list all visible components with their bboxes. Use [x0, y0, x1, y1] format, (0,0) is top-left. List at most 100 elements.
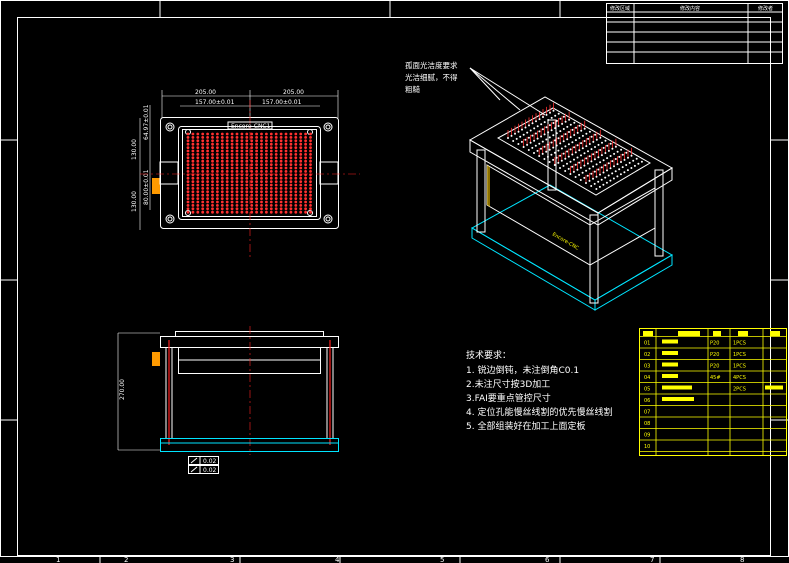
pin-dot [201, 139, 205, 143]
pin-dot [294, 180, 298, 184]
iso-pin-dot [533, 139, 536, 142]
pin-dot [245, 180, 249, 184]
marker-8: 8 [740, 556, 744, 563]
pin-dot [186, 153, 190, 156]
pin-dot [216, 183, 219, 187]
pin-dot [289, 153, 293, 156]
pin-dot [216, 180, 219, 184]
pin-dot [235, 190, 239, 194]
pin-dot [309, 153, 312, 156]
pin-dot [201, 156, 205, 160]
iso-pin-dot [543, 145, 546, 148]
iso-pin-dot [578, 124, 581, 127]
pin-dot [255, 153, 258, 156]
pin-dot [289, 139, 293, 143]
iso-pin-dot [562, 115, 565, 118]
pin-dot [230, 180, 234, 184]
pin-dot [245, 193, 249, 197]
pin-dot [186, 204, 190, 207]
pin-dot [304, 204, 307, 207]
flatness-2: 0.02 [203, 467, 217, 474]
pin-dot [250, 197, 254, 201]
pin-dot [245, 156, 249, 160]
iso-pin-dot [555, 156, 558, 159]
pin-dot [235, 159, 239, 163]
pin-dot [260, 153, 263, 156]
pin-dot [255, 139, 258, 143]
pin-dot [309, 200, 312, 204]
pin-dot [299, 207, 303, 211]
connector-front [152, 352, 160, 366]
bom-row-no: 06 [644, 398, 650, 404]
pin-dot [230, 183, 234, 187]
pin-dot [289, 132, 293, 136]
pin-dot [304, 200, 307, 204]
connector-left [152, 178, 160, 194]
pin-dot [269, 153, 273, 156]
pin-dot [309, 187, 312, 190]
iso-pin-dot [609, 167, 612, 170]
pin-dot [265, 204, 268, 207]
iso-pin-dot [515, 137, 518, 140]
iso-pin-dot [534, 132, 537, 135]
pin-dot [250, 180, 254, 184]
iso-pin-dot [592, 153, 595, 156]
iso-pin-dot [507, 137, 509, 139]
pin-dot [255, 146, 258, 150]
pin-dot [235, 187, 239, 190]
pin-dot [299, 210, 303, 214]
iso-pin-dot [576, 131, 579, 134]
revision-table: 修改区域 修改内容 修改者 [606, 3, 783, 64]
pin-dot [225, 163, 229, 167]
iso-pin-dot [567, 155, 570, 158]
iso-pin-dot [599, 136, 602, 139]
iso-pin-dot [583, 152, 586, 155]
pin-dot [274, 197, 278, 201]
pin-dot [309, 197, 312, 201]
pin-dot [216, 197, 219, 201]
iso-pin-dot [592, 140, 595, 143]
pin-dot [274, 207, 278, 211]
pin-dot [216, 149, 219, 153]
corner-holes [165, 122, 333, 224]
pin-dot [250, 156, 254, 160]
pin-dot [274, 200, 278, 204]
iso-pin-dot [571, 165, 574, 168]
iso-brand-label: Encore-CNC [551, 232, 580, 252]
pin-dot [299, 193, 303, 197]
pin-dot [279, 197, 283, 201]
pin-dot [255, 149, 258, 153]
dim-v-bottom: 130.00 [131, 191, 138, 212]
pin-dot [289, 146, 293, 150]
pin-dot [216, 132, 219, 136]
pin-dot [230, 176, 234, 180]
iso-pin-dot [510, 134, 513, 137]
iso-pin-dot [606, 144, 609, 147]
iso-pin-dot [595, 163, 598, 166]
iso-pin-dot [586, 162, 589, 165]
pin-dot [211, 159, 214, 163]
iso-pin-dot [618, 168, 621, 171]
pin-dot [299, 170, 303, 173]
pin-dot [309, 132, 312, 136]
pin-dot [304, 193, 307, 197]
pin-dot [235, 142, 239, 146]
pin-dot [196, 170, 200, 173]
pin-dot [255, 136, 258, 139]
pin-dot [196, 142, 200, 146]
pin-dot [245, 159, 249, 163]
pin-dot [240, 180, 244, 184]
pin-dot [269, 159, 273, 163]
pin-dot [304, 207, 307, 211]
pin-dot [289, 183, 293, 187]
pin-dot [206, 190, 210, 194]
pin-dot [250, 153, 254, 156]
pin-dot [191, 163, 195, 167]
pin-dot [294, 149, 298, 153]
pin-dot [269, 136, 273, 139]
pin-dot [260, 170, 263, 173]
pin-dot [309, 146, 312, 150]
pin-dot [284, 176, 288, 180]
pin-dot [289, 159, 293, 163]
pin-dot [304, 163, 307, 167]
